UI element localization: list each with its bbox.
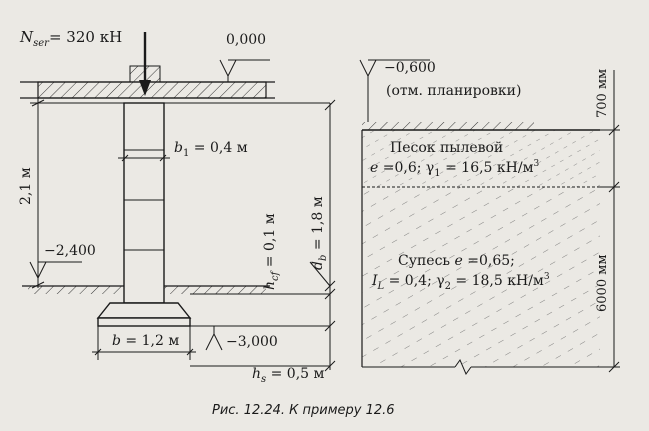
soil1-props: e =0,6; γ1 = 16,5 кН/м3 xyxy=(370,159,539,179)
elevation-planning: −0,600 xyxy=(384,60,436,76)
hs-label: hs = 0,5 м xyxy=(252,366,325,385)
soil2-name: Супесь e =0,65; xyxy=(398,253,515,269)
figure-caption: Рис. 12.24. К примеру 12.6 xyxy=(212,403,395,418)
left-structure xyxy=(20,32,330,360)
basement-floor-hatch-right xyxy=(164,286,266,294)
soil-layer-sand xyxy=(362,130,600,187)
b1-label: b1 = 0,4 м xyxy=(174,140,248,159)
footing-pad xyxy=(97,317,191,327)
soil-profile xyxy=(359,59,620,376)
middle-dimensions xyxy=(190,99,336,372)
basement-floor-hatch-left xyxy=(28,286,124,294)
footing-slope xyxy=(96,302,192,319)
elevation-top: 0,000 xyxy=(226,32,266,48)
hcf-label: hcf = 0,1 м xyxy=(262,213,281,290)
foundation-wall xyxy=(123,102,165,304)
db-label: db = 1,8 м xyxy=(310,196,329,270)
elevation-basement: −2,400 xyxy=(44,243,96,259)
layer2-thickness: 6000 мм xyxy=(595,255,610,312)
load-label: Nser= 320 кН xyxy=(19,28,122,49)
soil1-name: Песок пылевой xyxy=(390,140,503,156)
b-label: b = 1,2 м xyxy=(112,333,179,349)
layer1-thickness: 700 мм xyxy=(595,69,610,118)
planning-note: (отм. планировки) xyxy=(386,83,521,99)
elevation-base: −3,000 xyxy=(226,334,278,350)
floor-slab xyxy=(37,81,267,99)
soil-layer-sandy-loam xyxy=(362,187,600,367)
ground-surface-hatch xyxy=(362,122,534,130)
soil2-props: IL = 0,4; γ2 = 18,5 кН/м3 xyxy=(371,272,550,292)
height-label: 2,1 м xyxy=(18,167,34,205)
labels: Nser= 320 кН 0,000 −0,600 (отм. планиров… xyxy=(18,28,610,418)
